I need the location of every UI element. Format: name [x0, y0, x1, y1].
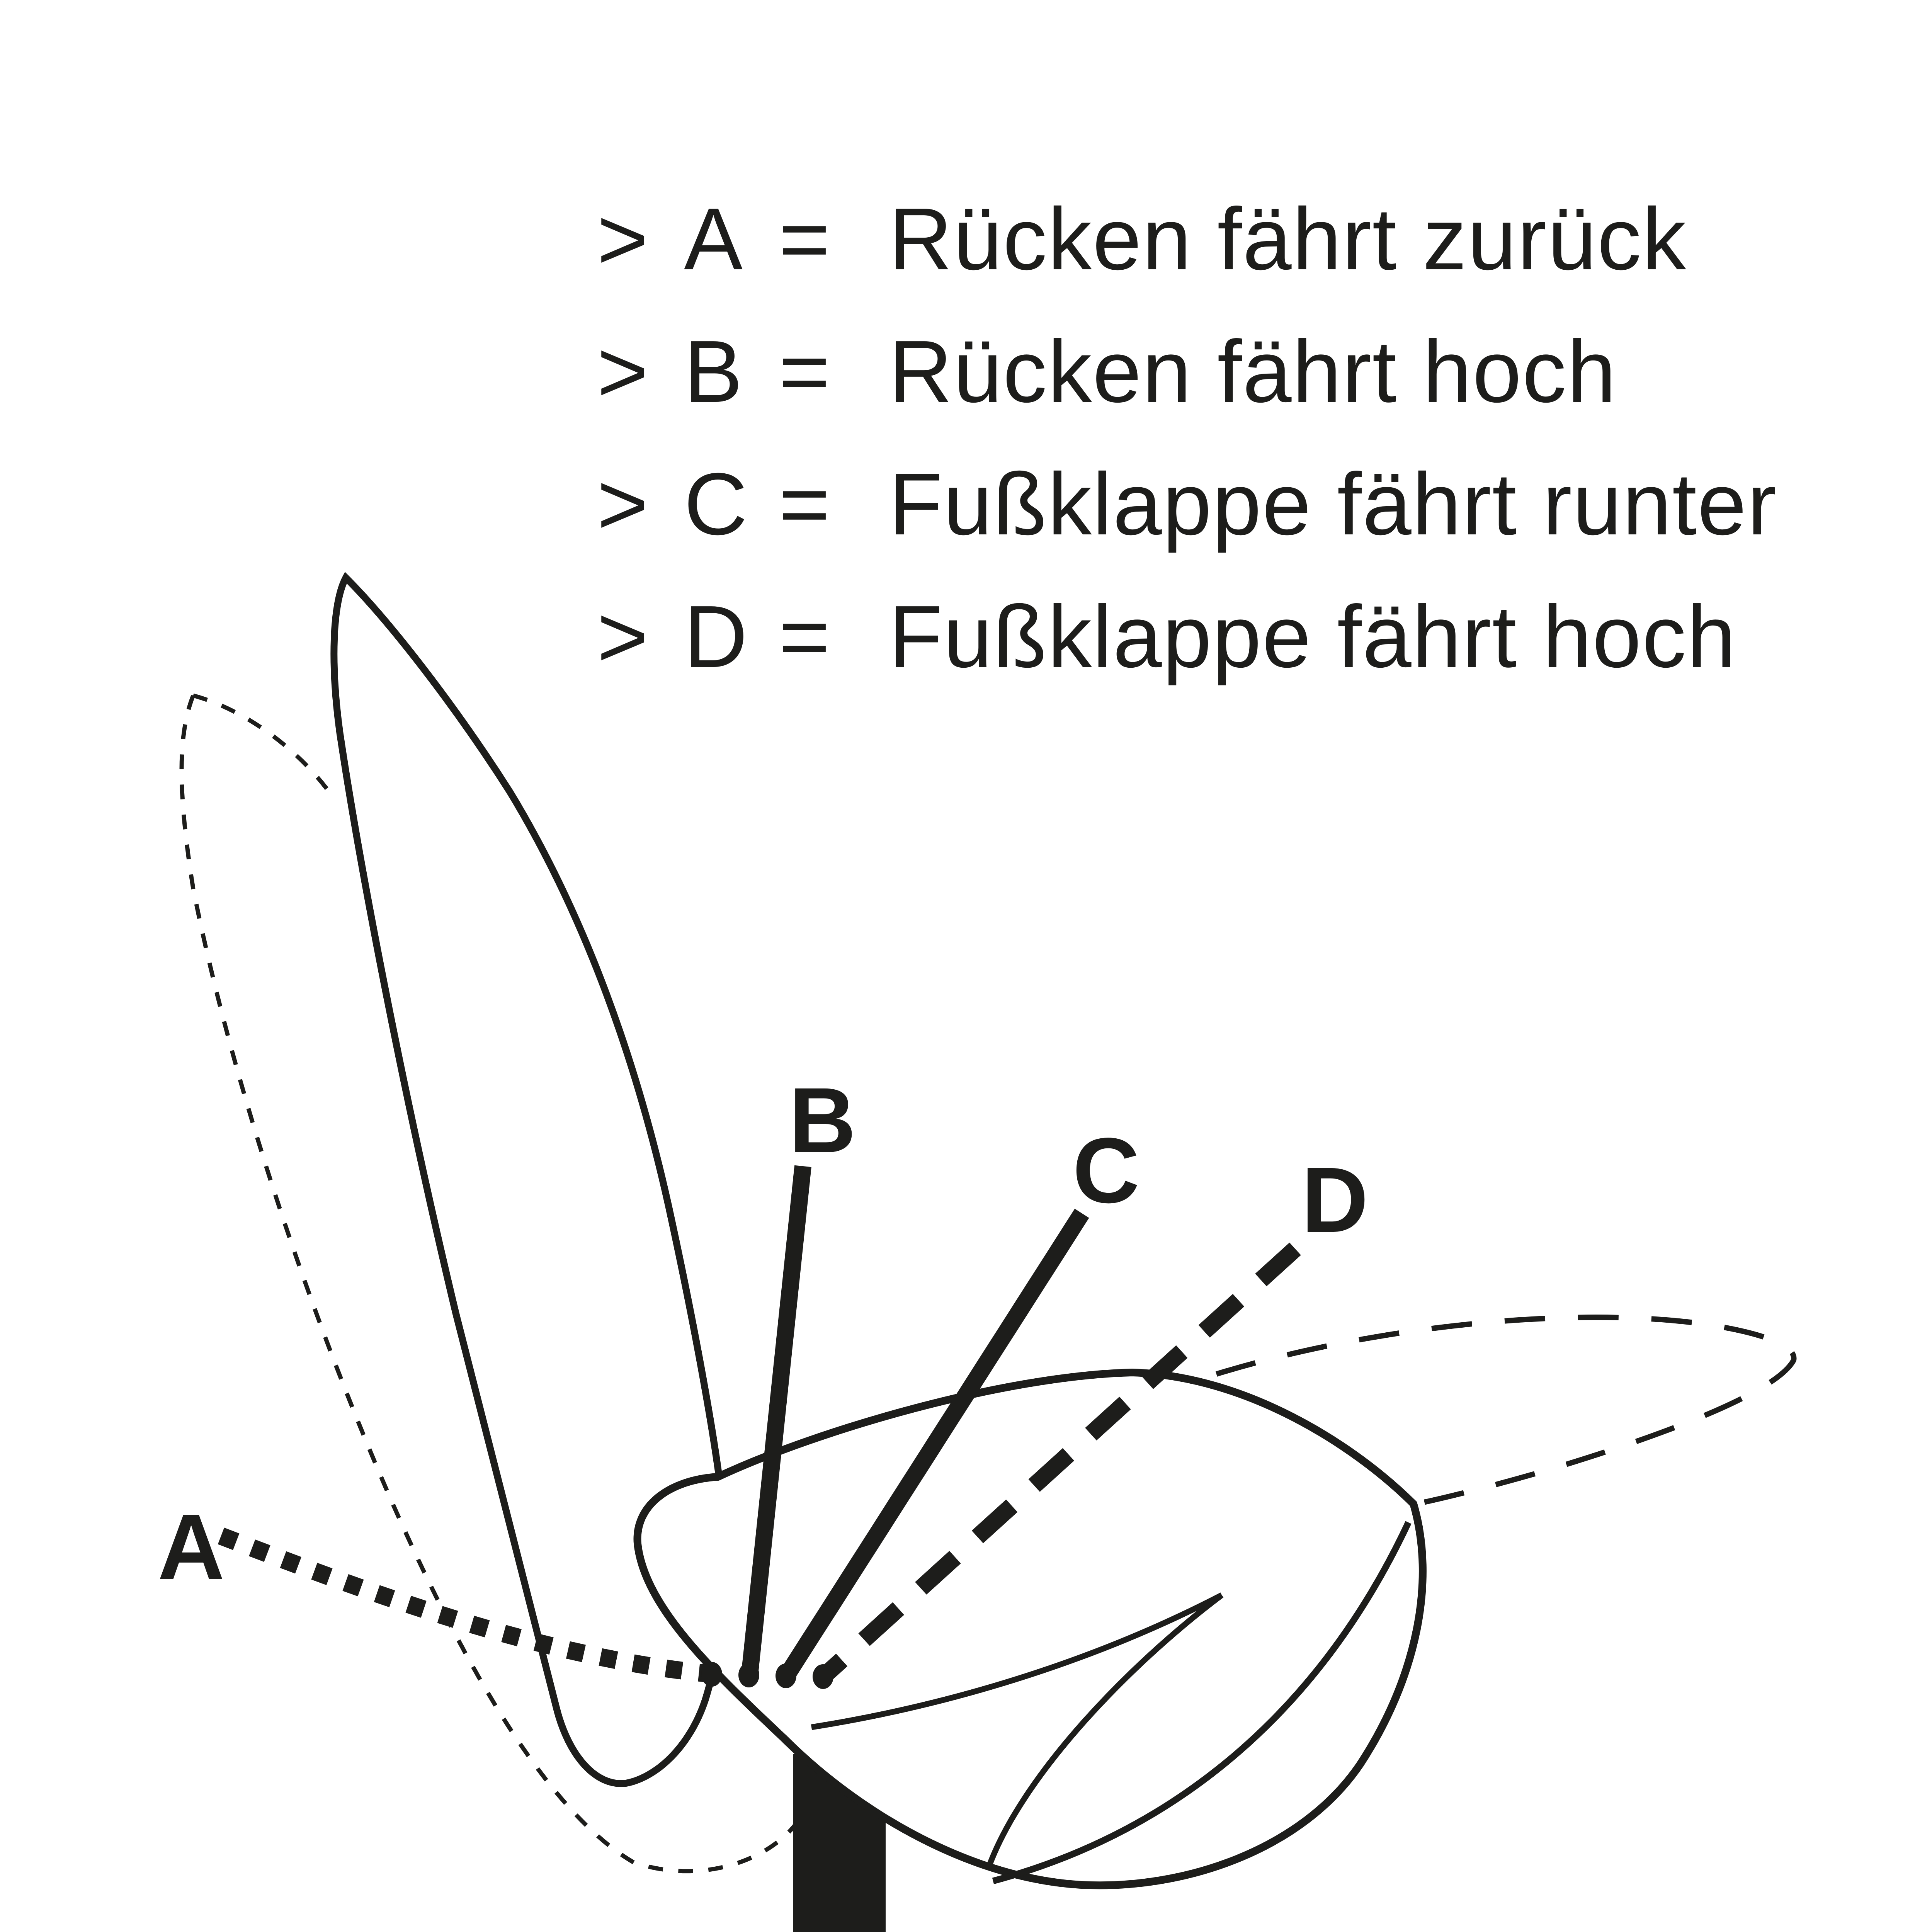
footrest-extended-dashed-outline	[1215, 1315, 1797, 1505]
legend-row-a: > A = Rücken fährt zurück	[597, 190, 1687, 288]
callout-label-b: B	[789, 1068, 856, 1172]
legend-row-a-marker: >	[597, 190, 649, 288]
legend-row-c-description: Fußklappe fährt runter	[889, 455, 1777, 553]
seat-cushion-fold-upper-line	[811, 1592, 1223, 1730]
seat-body	[633, 1368, 1427, 1889]
chair-drawing: A B C D	[158, 572, 1797, 1932]
leader-line-c	[779, 1209, 1089, 1680]
callout-label-a: A	[158, 1495, 224, 1599]
legend-row-c: > C = Fußklappe fährt runter	[597, 455, 1777, 553]
legend-row-b-key: B	[684, 323, 743, 421]
leader-line-b	[741, 1165, 811, 1676]
legend: > A = Rücken fährt zurück > B = Rücken f…	[597, 190, 1777, 686]
leader-line-a	[218, 1527, 712, 1683]
footrest-folded-sweep-line	[992, 1521, 1412, 1884]
control-button-dots	[701, 1662, 833, 1689]
equals-sign: =	[779, 190, 831, 288]
button-dot-c	[776, 1663, 796, 1688]
legend-row-c-marker: >	[597, 455, 649, 553]
legend-row-a-description: Rücken fährt zurück	[889, 190, 1687, 288]
legend-row-d-description: Fußklappe fährt hoch	[889, 588, 1737, 686]
equals-sign: =	[779, 323, 831, 421]
legend-row-b-marker: >	[597, 323, 649, 421]
legend-row-d-key: D	[684, 588, 748, 686]
button-dot-d	[813, 1664, 833, 1689]
legend-row-b-description: Rücken fährt hoch	[889, 323, 1617, 421]
button-dot-b	[738, 1663, 759, 1687]
button-dot-a	[701, 1662, 722, 1687]
backrest-reclined-dashed-outline	[179, 694, 798, 1874]
callout-label-c: C	[1073, 1119, 1139, 1222]
leader-line-d	[818, 1242, 1301, 1683]
legend-row-b: > B = Rücken fährt hoch	[597, 323, 1617, 421]
legend-row-a-key: A	[684, 190, 743, 288]
legend-row-c-key: C	[684, 455, 748, 553]
backrest-reclined-dashed-edge	[192, 693, 333, 797]
equals-sign: =	[779, 588, 831, 686]
equals-sign: =	[779, 455, 831, 553]
backrest-upright	[330, 572, 728, 1787]
callout-label-d: D	[1301, 1148, 1368, 1252]
seat-cushion-fold-lower-line	[985, 1593, 1224, 1871]
legend-row-d: > D = Fußklappe fährt hoch	[597, 588, 1737, 686]
legend-row-d-marker: >	[597, 588, 649, 686]
